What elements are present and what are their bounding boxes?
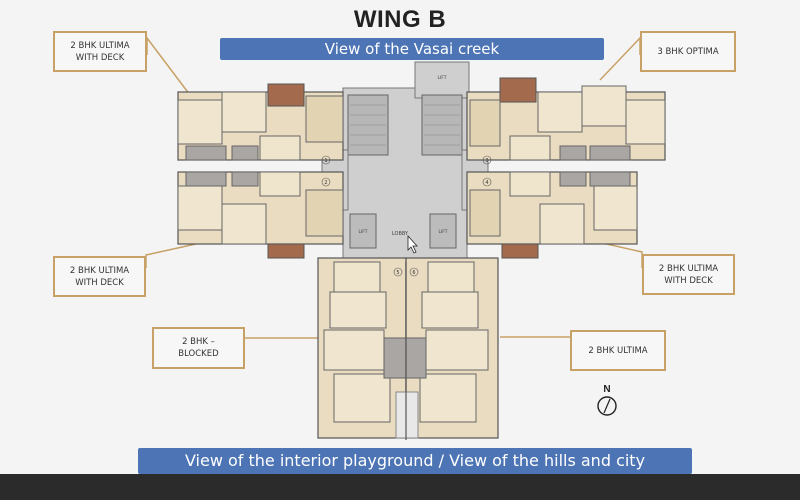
callout-low-right-text: 2 BHK ULTIMA xyxy=(588,345,648,356)
slide: WING B View of the Vasai creek xyxy=(53,6,736,474)
unit-number-3: 3 xyxy=(485,158,488,164)
central-core: LOBBY LIFT LIFT LIFT xyxy=(321,61,489,259)
unit-number-6: 6 xyxy=(412,270,415,276)
apartment-bottom-left xyxy=(317,257,407,439)
wing-title: WING B xyxy=(353,6,447,33)
callout-top-right: 3 BHK OPTIMA xyxy=(640,31,736,72)
leader-top-left xyxy=(146,35,191,96)
unit-number-5: 5 xyxy=(396,270,399,276)
callout-mid-left-line1: 2 BHK ULTIMA xyxy=(69,265,130,276)
callout-top-right-text: 3 BHK OPTIMA xyxy=(657,46,719,57)
callout-low-left: 2 BHK – BLOCKED xyxy=(152,327,245,369)
callout-low-left-line1: 2 BHK – xyxy=(182,337,215,347)
compass: N xyxy=(595,385,619,419)
unit-number-1: 1 xyxy=(324,158,327,164)
leader-top-right xyxy=(599,36,641,81)
lift-label-left: LIFT xyxy=(358,229,367,235)
apartment-left-upper xyxy=(177,83,344,161)
mouse-cursor-icon xyxy=(407,234,418,254)
callout-mid-right-line1: 2 BHK ULTIMA xyxy=(658,263,719,274)
lift-label-right: LIFT xyxy=(438,229,447,235)
apartment-left-lower xyxy=(177,171,344,259)
lobby-label: LOBBY xyxy=(392,231,409,237)
apartment-right-upper xyxy=(466,77,666,161)
stair-treads xyxy=(350,104,460,146)
apartment-bottom-right xyxy=(395,257,499,439)
callout-mid-left-line2: WITH DECK xyxy=(75,277,124,288)
callout-mid-right-line2: WITH DECK xyxy=(664,275,713,286)
unit-numbers: 1 2 3 4 5 6 xyxy=(321,155,492,277)
compass-north-label: N xyxy=(603,384,611,395)
lift-label-top: LIFT xyxy=(437,75,446,81)
callout-top-left-line2: WITH DECK xyxy=(75,52,125,63)
callout-top-left-line1: 2 BHK ULTIMA xyxy=(70,40,130,51)
view-banner-top: View of the Vasai creek xyxy=(220,38,604,60)
unit-number-4: 4 xyxy=(485,180,488,186)
view-banner-bottom: View of the interior playground / View o… xyxy=(138,448,692,474)
callout-low-right: 2 BHK ULTIMA xyxy=(570,330,666,371)
unit-number-2: 2 xyxy=(324,180,327,186)
apartment-right-lower xyxy=(466,171,638,259)
callout-low-left-line2: BLOCKED xyxy=(178,349,219,359)
compass-icon xyxy=(597,396,617,416)
bottom-strip xyxy=(0,474,800,500)
floor-plan: LOBBY LIFT LIFT LIFT xyxy=(145,35,666,440)
